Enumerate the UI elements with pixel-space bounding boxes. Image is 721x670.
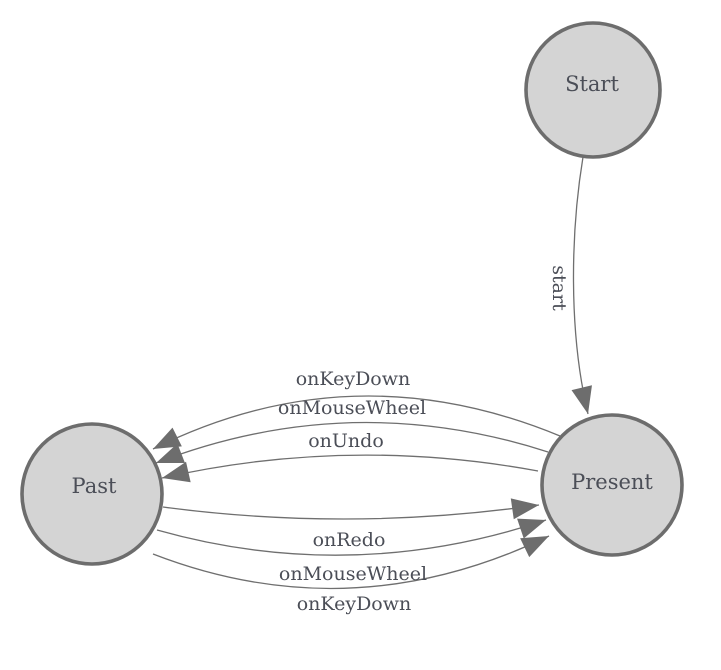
state-label-past: Past xyxy=(72,474,117,498)
edge-past-to-present-onredo xyxy=(162,498,540,520)
edge-label-onmousewheel-bottom: onMouseWheel xyxy=(279,563,427,585)
edge-label-start: start xyxy=(548,265,570,311)
state-circle-start xyxy=(524,21,662,159)
edge-labels: start onKeyDown onMouseWheel onUndo onRe… xyxy=(278,265,570,615)
state-node-past: Past xyxy=(20,422,164,566)
state-label-present: Present xyxy=(571,470,653,494)
state-circle-present xyxy=(540,413,684,557)
edge-label-onredo: onRedo xyxy=(313,529,386,551)
edge-past-to-present-onmousewheel xyxy=(156,518,547,556)
state-node-start: Start xyxy=(524,21,662,159)
edge-label-onundo: onUndo xyxy=(308,430,384,452)
state-node-present: Present xyxy=(540,413,684,557)
edge-label-onkeydown-top: onKeyDown xyxy=(296,368,411,390)
edge-label-onkeydown-bottom: onKeyDown xyxy=(297,593,412,615)
state-circle-past xyxy=(20,422,164,566)
edge-past-to-present-onkeydown xyxy=(152,535,550,590)
edge-start-to-present xyxy=(571,156,592,415)
edge-present-to-past-onundo xyxy=(161,454,539,483)
edge-present-to-past-onkeydown xyxy=(152,395,561,450)
edge-label-onmousewheel-top: onMouseWheel xyxy=(278,397,426,419)
edge-present-to-past-onmousewheel xyxy=(155,421,549,464)
state-label-start: Start xyxy=(565,72,619,96)
edges xyxy=(152,156,592,590)
